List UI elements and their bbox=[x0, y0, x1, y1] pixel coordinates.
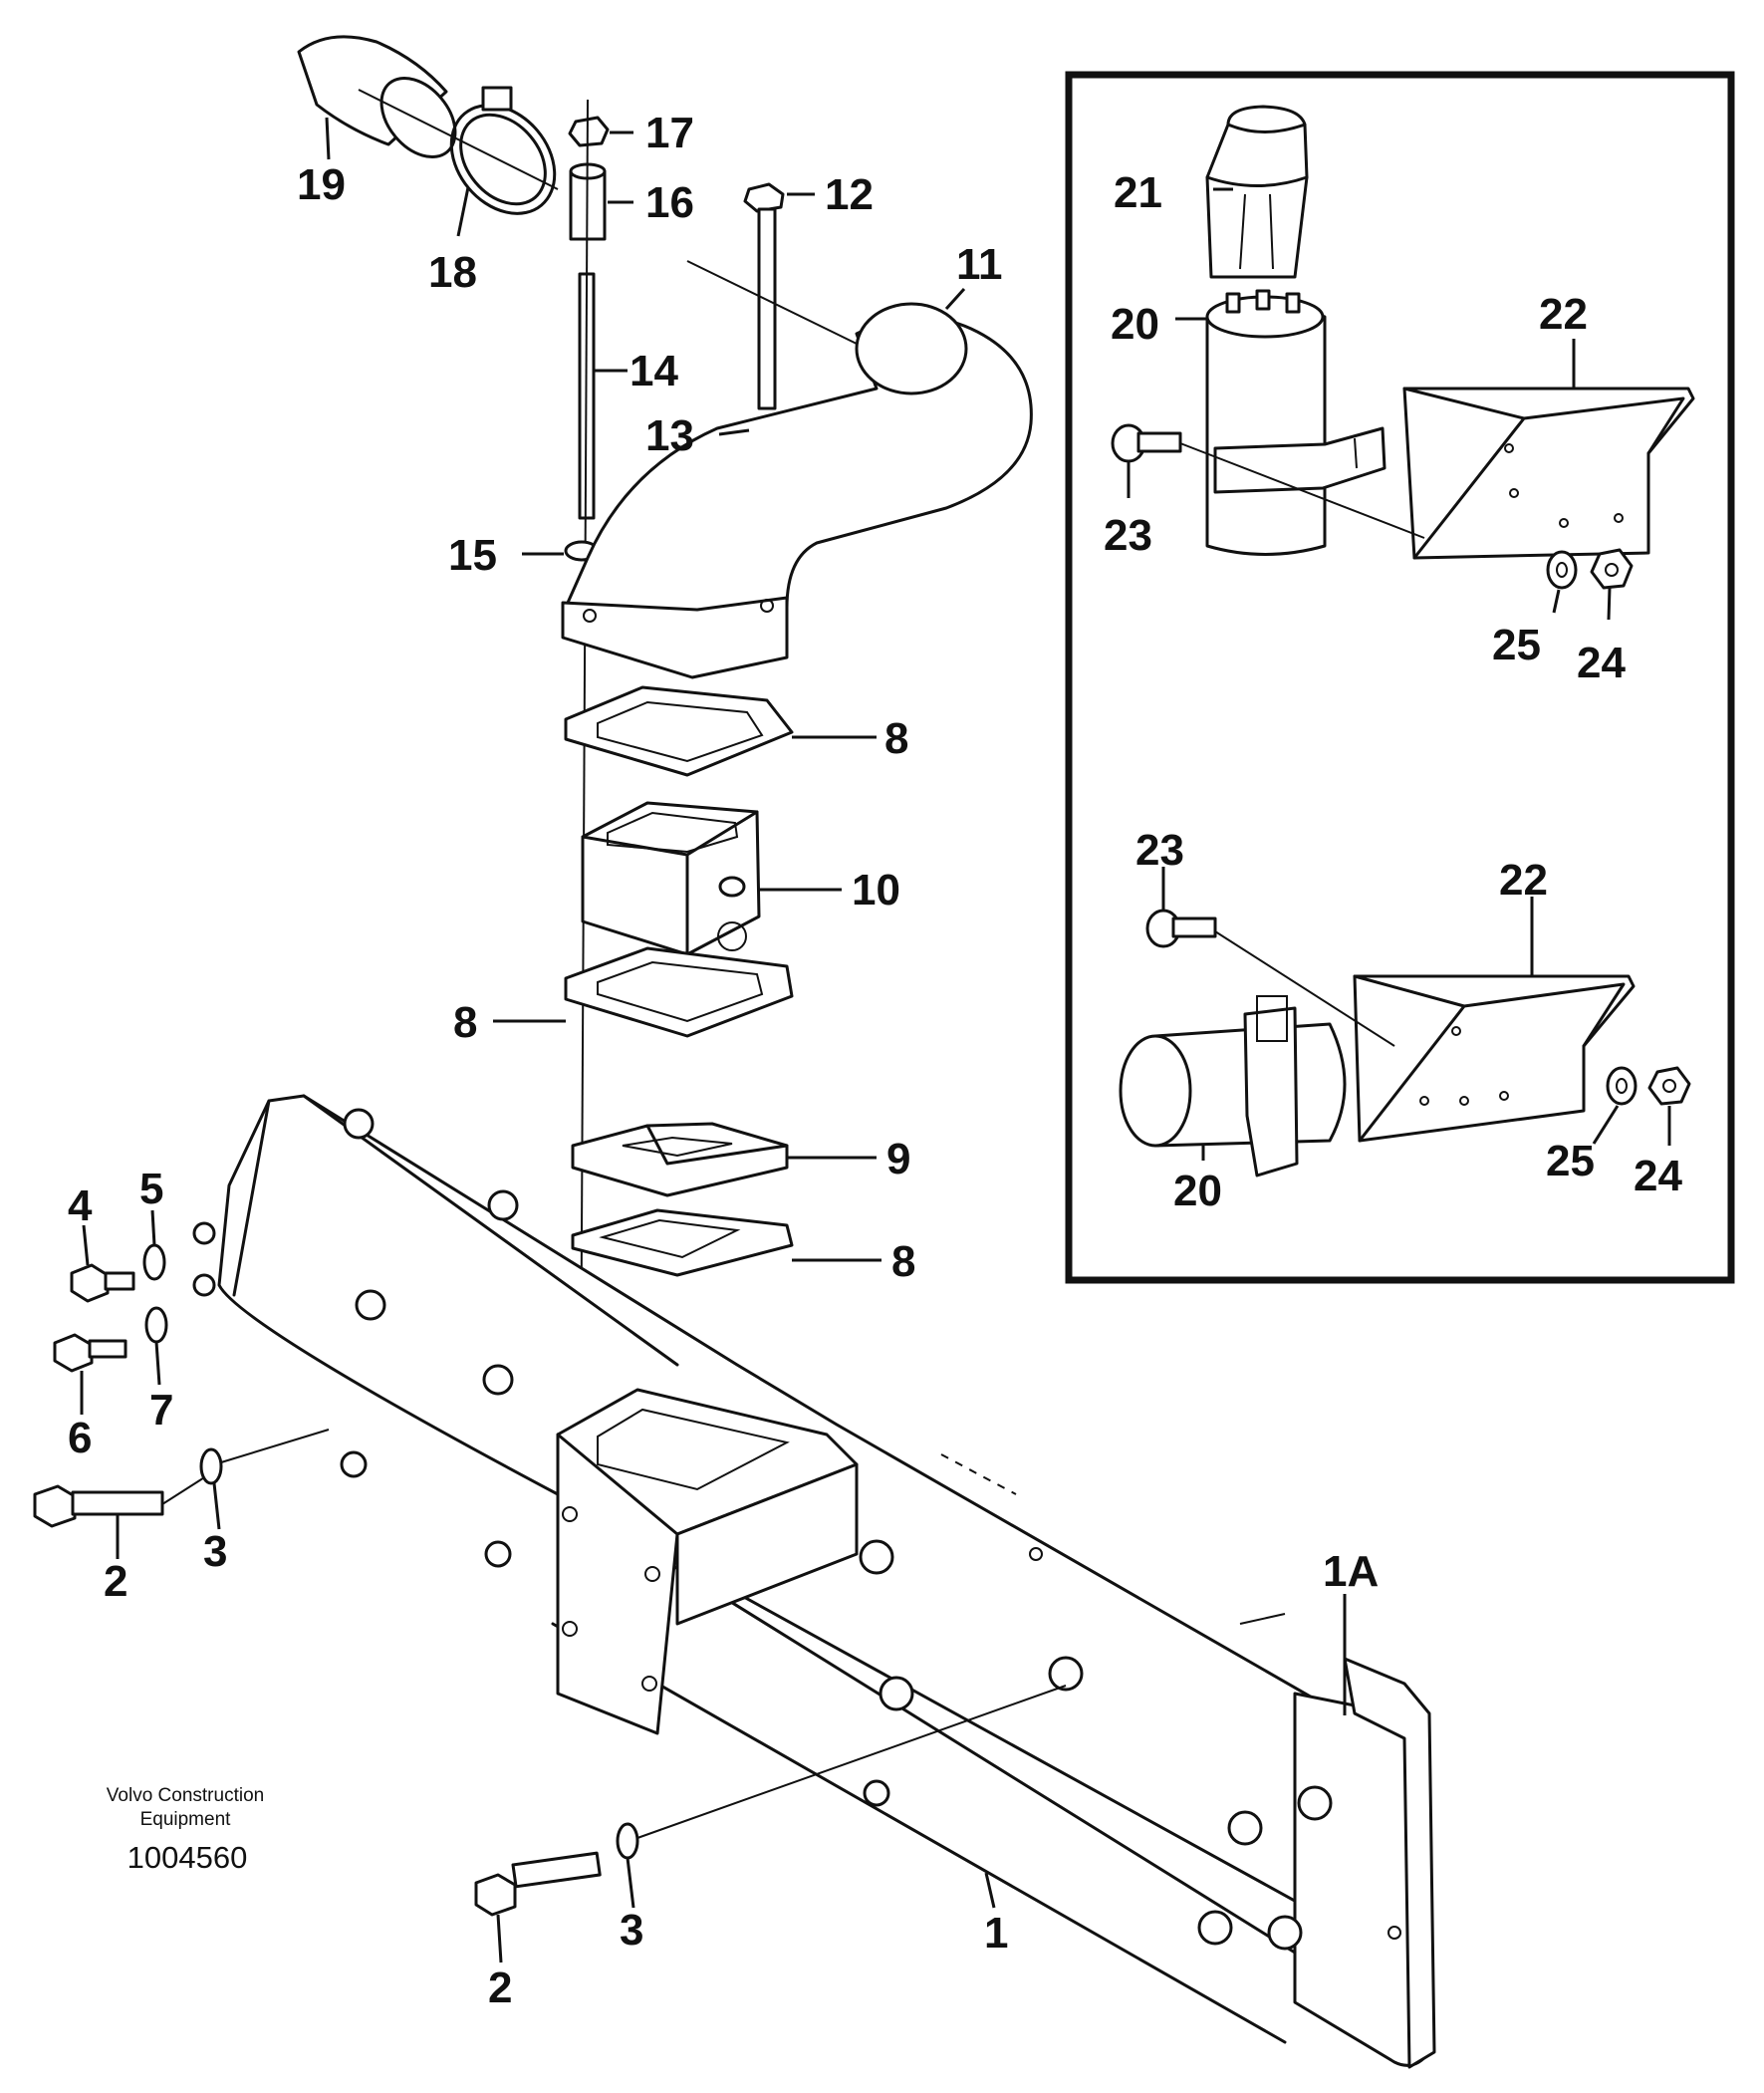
publisher-credit: Volvo Construction Equipment 1004560 bbox=[107, 1785, 264, 1875]
callout-25-upper: 25 bbox=[1492, 621, 1541, 669]
callout-8-lower: 8 bbox=[891, 1237, 915, 1286]
part-25-washer-upper bbox=[1546, 550, 1578, 590]
callout-3-upper: 3 bbox=[203, 1527, 227, 1576]
part-20-relay-lower bbox=[1119, 995, 1347, 1177]
callout-2-upper: 2 bbox=[104, 1557, 127, 1606]
part-5-washer bbox=[142, 1243, 166, 1281]
callout-6: 6 bbox=[68, 1414, 92, 1462]
part-6-bolt bbox=[53, 1333, 127, 1373]
part-11-pipe-elbow bbox=[561, 302, 1033, 679]
callout-15: 15 bbox=[448, 531, 497, 580]
part-22-bracket-upper bbox=[1402, 387, 1695, 560]
part-2-bolt-lower bbox=[474, 1851, 602, 1917]
credit-line-2: Equipment bbox=[140, 1809, 232, 1830]
callout-22-lower: 22 bbox=[1499, 856, 1548, 905]
callout-8-middle: 8 bbox=[453, 998, 477, 1047]
callout-19: 19 bbox=[297, 160, 346, 209]
part-3-washer-upper bbox=[199, 1429, 330, 1485]
callout-10: 10 bbox=[852, 866, 900, 915]
part-20-relay-upper bbox=[1205, 289, 1386, 556]
part-2-bolt-upper bbox=[33, 1473, 210, 1528]
part-7-washer bbox=[144, 1306, 168, 1344]
credit-line-1: Volvo Construction bbox=[107, 1785, 264, 1806]
part-18-clamp bbox=[449, 86, 557, 215]
callout-2-lower: 2 bbox=[488, 1963, 512, 2012]
part-10-heater-housing bbox=[581, 801, 761, 956]
part-12-bolt bbox=[743, 182, 785, 410]
inset-frame bbox=[1065, 71, 1735, 1284]
callout-17: 17 bbox=[645, 109, 694, 157]
part-17-nut bbox=[568, 116, 610, 147]
callout-16: 16 bbox=[645, 178, 694, 227]
callout-1: 1 bbox=[984, 1909, 1008, 1958]
part-9-spacer-block bbox=[571, 1122, 789, 1197]
leader-lines bbox=[80, 117, 1671, 1963]
part-8-gasket-middle bbox=[564, 946, 794, 1038]
callout-labels: 19 18 17 16 12 11 14 13 15 8 10 8 9 8 21… bbox=[68, 109, 1682, 2012]
part-19-hose bbox=[297, 35, 457, 158]
part-24-nut-lower bbox=[1647, 1066, 1691, 1106]
document-number: 1004560 bbox=[127, 1840, 248, 1875]
callout-20-upper: 20 bbox=[1111, 300, 1159, 349]
callout-18: 18 bbox=[428, 248, 477, 297]
part-21-cap bbox=[1205, 105, 1309, 279]
callout-22-upper: 22 bbox=[1539, 290, 1588, 339]
part-8-gasket-lower bbox=[571, 1208, 794, 1277]
callout-5: 5 bbox=[139, 1165, 163, 1213]
callout-14: 14 bbox=[630, 347, 678, 395]
callout-8-upper: 8 bbox=[884, 714, 908, 763]
part-4-bolt bbox=[70, 1263, 135, 1303]
callout-11: 11 bbox=[956, 240, 1003, 289]
callout-23-upper: 23 bbox=[1104, 511, 1152, 560]
callout-25-lower: 25 bbox=[1546, 1137, 1595, 1185]
callout-20-lower: 20 bbox=[1173, 1167, 1222, 1215]
part-22-bracket-lower bbox=[1353, 974, 1636, 1143]
callout-7: 7 bbox=[149, 1386, 173, 1435]
callout-12: 12 bbox=[825, 170, 874, 219]
part-25-washer-lower bbox=[1606, 1066, 1638, 1106]
part-1-exhaust-manifold bbox=[192, 1094, 1436, 2069]
callout-9: 9 bbox=[886, 1135, 910, 1183]
callout-24-lower: 24 bbox=[1634, 1152, 1682, 1200]
part-8-gasket-upper bbox=[564, 685, 794, 777]
callout-23-lower: 23 bbox=[1135, 826, 1184, 875]
callout-24-upper: 24 bbox=[1577, 639, 1626, 687]
part-23-screw-upper bbox=[1111, 423, 1425, 539]
part-24-nut-upper bbox=[1590, 548, 1634, 590]
callout-13: 13 bbox=[645, 411, 694, 460]
callout-1a: 1A bbox=[1323, 1547, 1379, 1596]
part-23-screw-lower bbox=[1145, 909, 1395, 1047]
callout-4: 4 bbox=[68, 1181, 93, 1230]
callout-3-lower: 3 bbox=[620, 1906, 643, 1955]
callout-21: 21 bbox=[1114, 168, 1162, 217]
